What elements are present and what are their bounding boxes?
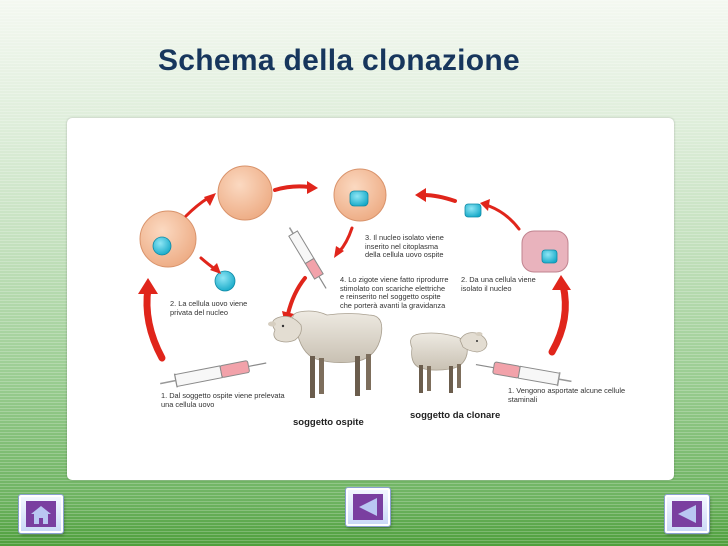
egg-cell-with-donor-nucleus [334, 169, 386, 221]
donor-step-1-label: 1. Vengono asportate alcune cellule stam… [508, 387, 625, 404]
donor-label: soggetto da clonare [410, 410, 500, 421]
step-4-label: 4. Lo zigote viene fatto riprodurre stim… [340, 276, 448, 310]
donor-step-2-label: 2. Da una cellula viene isolato il nucle… [461, 276, 536, 293]
home-button[interactable] [19, 495, 63, 533]
enucleated-egg-cell [218, 166, 272, 220]
donor-sheep [411, 332, 487, 393]
step-3-label: 3. Il nucleo isolato viene inserito nel … [365, 234, 444, 260]
donor-syringe [475, 358, 573, 389]
previous-button[interactable] [665, 495, 709, 533]
home-icon [21, 497, 61, 531]
host-syringe [159, 356, 268, 390]
donor-stem-cell [522, 231, 568, 272]
step-1-label: 1. Dal soggetto ospite viene prelevata u… [161, 392, 285, 409]
cloning-diagram: 1. Dal soggetto ospite viene prelevata u… [67, 118, 674, 480]
zygote-syringe [285, 225, 330, 291]
isolated-donor-nucleus [465, 204, 481, 217]
triangle-left-icon [667, 497, 707, 531]
slide-title: Schema della clonazione [158, 44, 520, 78]
egg-cell-with-nucleus [140, 211, 196, 267]
host-sheep [268, 311, 382, 398]
removed-nucleus [215, 271, 235, 291]
triangle-left-icon [348, 490, 388, 524]
back-button[interactable] [346, 488, 390, 526]
step-2-label: 2. La cellula uovo viene privata del nuc… [170, 300, 247, 317]
host-label: soggetto ospite [293, 417, 364, 428]
